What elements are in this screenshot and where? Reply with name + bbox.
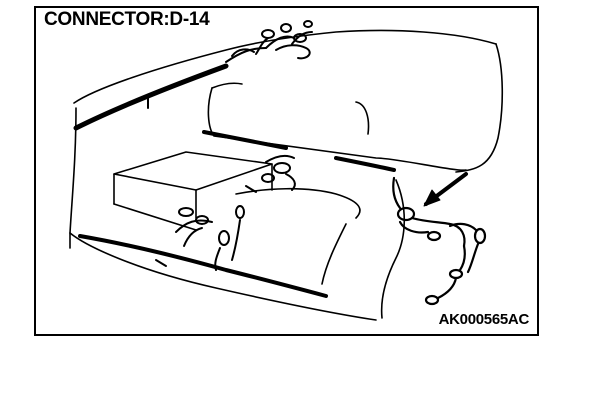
diagram-frame: CONNECTOR:D-14 (34, 6, 539, 336)
d14-harness (392, 176, 487, 306)
roof-rail-clip (145, 95, 151, 109)
figure-title: CONNECTOR:D-14 (44, 9, 210, 30)
arrow-pointer-icon (423, 172, 468, 207)
lower-body-outline (69, 232, 377, 321)
roof-outline (69, 29, 504, 234)
floor-harness (78, 234, 328, 298)
rear-seat-back (207, 82, 467, 171)
figure-code: AK000565AC (438, 311, 530, 328)
vehicle-interior-illustration (69, 20, 504, 321)
floor-console (113, 151, 273, 231)
rear-floor (235, 179, 406, 319)
roof-rail-harness (73, 63, 229, 131)
left-connector-cluster (155, 205, 245, 271)
roof-harness-bundle (225, 20, 313, 63)
seat-back-harness (202, 130, 396, 172)
